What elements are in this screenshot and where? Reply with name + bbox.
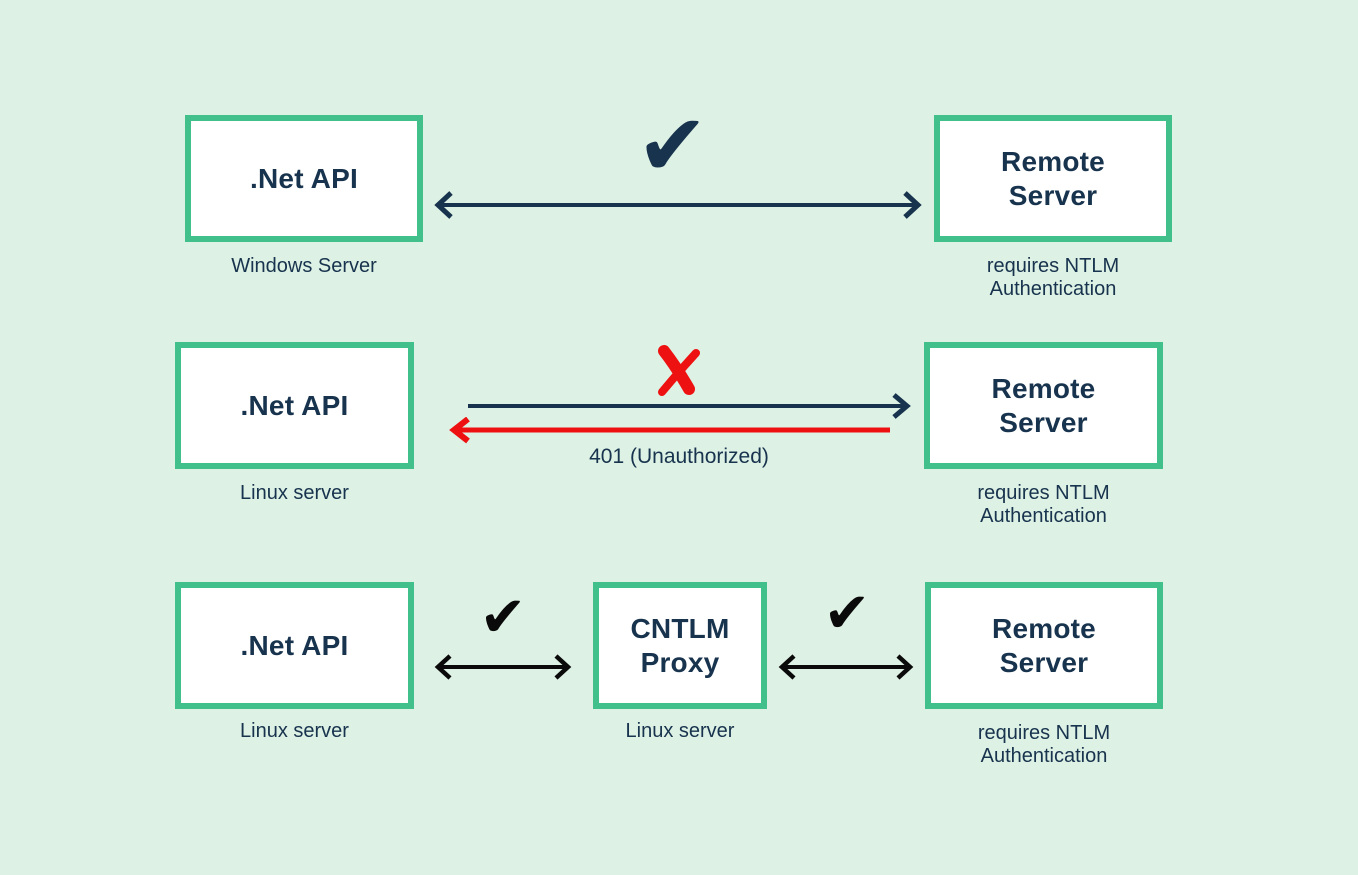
bidirectional-arrow [434, 654, 572, 680]
node-cntlm-proxy: CNTLM Proxy [593, 582, 767, 709]
node-title: Server [999, 646, 1089, 678]
node-title: Remote [991, 373, 1096, 405]
node-title: Proxy [640, 646, 720, 678]
node-net-api-windows: .Net API [185, 115, 423, 242]
node-caption-linux-server-2: Linux server [175, 720, 414, 743]
node-title: .Net API [240, 389, 349, 421]
bidirectional-arrow [434, 191, 922, 219]
node-title: Server [1008, 179, 1098, 211]
node-title: .Net API [250, 162, 358, 194]
caption-line: Authentication [989, 278, 1117, 301]
caption-line: requires NTLM [986, 255, 1120, 277]
node-title: CNTLM [630, 613, 730, 645]
node-title: Remote [992, 613, 1096, 645]
node-remote-server-3: Remote Server [925, 582, 1163, 709]
request-arrow [468, 393, 911, 419]
caption-line: Authentication [980, 505, 1107, 528]
node-caption-linux-server: Linux server [175, 482, 414, 505]
node-remote-server-2: Remote Server [924, 342, 1163, 469]
cross-icon [658, 345, 700, 396]
node-title: Server [999, 406, 1088, 438]
node-net-api-linux: .Net API [175, 342, 414, 469]
node-net-api-linux-2: .Net API [175, 582, 414, 709]
bidirectional-arrow [778, 654, 914, 680]
node-caption-ntlm-2: requires NTLM Authentication [924, 482, 1163, 528]
caption-line: Linux server [625, 720, 735, 742]
caption-line: requires NTLM [977, 722, 1111, 744]
check-icon: ✔ [479, 585, 527, 650]
caption-line: Linux server [240, 720, 349, 742]
check-icon: ✔ [636, 96, 709, 196]
response-arrow [449, 417, 890, 444]
node-caption-linux-server-3: Linux server [593, 720, 767, 743]
check-icon: ✔ [823, 581, 871, 646]
response-status-label: 401 (Unauthorized) [589, 445, 769, 468]
caption-line: Authentication [980, 745, 1108, 768]
node-title: .Net API [240, 629, 349, 661]
caption-line: Windows Server [231, 255, 377, 277]
node-remote-server-1: Remote Server [934, 115, 1172, 242]
node-caption-windows-server: Windows Server [185, 255, 423, 278]
caption-line: requires NTLM [977, 482, 1110, 504]
node-title: Remote [1001, 146, 1105, 178]
caption-line: Linux server [240, 482, 349, 504]
node-caption-ntlm-1: requires NTLM Authentication [934, 255, 1172, 301]
node-caption-ntlm-3: requires NTLM Authentication [925, 722, 1163, 768]
